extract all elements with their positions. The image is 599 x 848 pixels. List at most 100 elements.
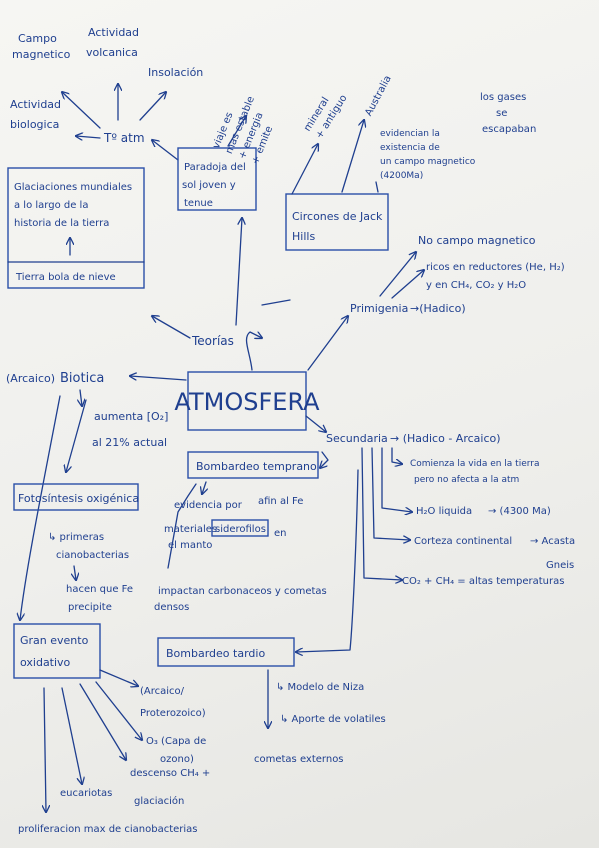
arrow-primigenia-campo [379, 252, 416, 297]
btardio-item-3: cometas externos [254, 754, 344, 765]
arrow-goe-eon [99, 669, 138, 686]
zircon-note2: Australia [363, 74, 393, 118]
paradoja-line-2: sol joven y [182, 180, 236, 191]
sec-item-6: → Acasta [530, 536, 575, 547]
gases-note-1: los gases [480, 92, 526, 103]
arrow-paradoja-note [227, 116, 246, 147]
arrow-biotica-fotosintesis [66, 399, 87, 472]
factor-actividad: Actividad [88, 26, 139, 39]
arrow-biotica-goe [20, 395, 61, 620]
arrow-goe-ch4 [79, 683, 126, 760]
circones-line-1: Circones de Jack [292, 210, 383, 223]
zircon-evidence-2: existencia de [380, 143, 440, 153]
glaciaciones-line-2: a lo largo de la [14, 200, 88, 211]
bombardeo-temprano-box [187, 451, 319, 479]
primigenia-label: Primigenia [350, 302, 408, 315]
factor-biologica: biologica [10, 118, 59, 131]
factor-magnetico: magnetico [12, 48, 71, 61]
arrow-sec-bombardeo-tardio [296, 469, 359, 652]
fe-note-1: hacen que Fe [66, 584, 133, 595]
arrow-primigenia-reductores [391, 270, 424, 299]
arrow-sec-h2o [381, 447, 412, 512]
factor-actividad-2: Actividad [10, 98, 61, 111]
primigenia-eon: →(Hadico) [410, 302, 466, 315]
paradoja-line-3: tenue [184, 198, 213, 209]
arrow-sec-bombardeo-temprano [320, 451, 329, 468]
arrow-goe-ozono [95, 681, 142, 740]
teorias-label: Teorías [191, 334, 234, 348]
zircon-evidence-4: (4200Ma) [380, 171, 423, 181]
glaciaciones-line-3: historia de la tierra [14, 218, 109, 229]
goe-item-7: eucariotas [60, 788, 112, 799]
factor-volcanica: volcanica [86, 46, 138, 59]
secundaria-eon: → (Hadico - Arcaico) [390, 432, 501, 445]
primigenia-item-2: ricos en reductores (He, H₂) [426, 262, 565, 273]
bombardeo-tardio-box [157, 637, 295, 667]
o2-note-1: aumenta [O₂] [94, 410, 168, 423]
circones-line-2: Hills [292, 230, 315, 243]
biotica-label: Biotica [60, 371, 104, 386]
primigenia-item-3: y en CH₄, CO₂ y H₂O [426, 280, 526, 291]
cyano-1: ↳ primeras [48, 532, 104, 543]
goe-item-6: glaciación [134, 795, 184, 807]
arrow-goe-eucariotas [61, 687, 82, 784]
t-atm-label: Tº atm [103, 131, 145, 145]
arrow-biotica-o2 [80, 389, 82, 406]
goe-item-4: ozono) [160, 754, 194, 765]
arrow-atm-biotica [130, 376, 187, 381]
sec-item-7: Gneis [546, 560, 574, 571]
atmosfera-box [187, 371, 307, 431]
glaciaciones-box [7, 167, 145, 289]
arrow-cyano-fe [74, 565, 76, 580]
factor-insolacion: Insolación [148, 66, 203, 79]
sec-item-4: → (4300 Ma) [488, 506, 551, 517]
cyano-2: cianobacterias [56, 550, 129, 561]
arrow-goe-cianobacterias [44, 687, 46, 812]
zircon-evidence-1: evidencian la [380, 129, 440, 139]
fotosintesis-box [13, 483, 139, 511]
goe-item-3: O₃ (Capa de [146, 736, 206, 747]
circones-box [285, 193, 389, 251]
bt-evidence-2: materiales [164, 524, 217, 535]
paradoja-note: viaje es mas estable + energia + emite [211, 95, 275, 166]
arrow-teorias-glaciaciones [152, 316, 191, 339]
bt-evidence-5: el manto [168, 540, 212, 551]
bt-impact-2: densos [154, 602, 189, 613]
sec-item-2: pero no afecta a la atm [414, 475, 519, 485]
line-bt-impact [167, 483, 197, 569]
goe-line-2: oxidativo [20, 656, 71, 669]
arrow-circones-mineral [291, 144, 318, 195]
arrow-sec-co2 [361, 447, 402, 580]
bt-evidence-1: evidencia por [174, 500, 243, 511]
gases-note-3: escapaban [482, 124, 536, 135]
factor-campo: Campo [18, 32, 57, 45]
fotosintesis-label: Fotosíntesis oxigénica [18, 492, 139, 505]
sec-item-3: H₂O liquida [416, 506, 472, 517]
goe-item-1: (Arcaico/ [140, 686, 185, 697]
gases-note-2: se [496, 108, 507, 119]
snowball-label: Tierra bola de nieve [15, 272, 116, 283]
secundaria-label: Secundaria [326, 432, 388, 445]
bt-impact-1: impactan carbonaceos y cometas [158, 586, 327, 597]
bt-evidence-3: siderofilos [215, 524, 266, 535]
goe-box [13, 623, 101, 679]
btardio-item-1: ↳ Modelo de Niza [276, 682, 364, 693]
zircon-evidence-3: un campo magnetico [380, 157, 476, 167]
siderofilos-box [211, 519, 269, 537]
bombardeo-tardio-label: Bombardeo tardio [166, 647, 265, 660]
sec-item-5: Corteza continental [414, 536, 512, 547]
arrow-circones-evidence [375, 181, 379, 193]
biotica-prefix: (Arcaico) [6, 372, 55, 385]
arrow-tatm-insolacion [139, 92, 166, 121]
arrow-teorias-paradoja [235, 218, 242, 326]
bt-evidence-4: en [274, 528, 287, 539]
zircon-note-mineral: mineral + antiguo [302, 93, 349, 141]
arrow-teorias-zircons-base [261, 299, 291, 306]
glaciaciones-line-1: Glaciaciones mundiales [14, 182, 132, 193]
sec-item-1: Comienza la vida en la tierra [410, 459, 540, 469]
arrow-sec-vida [391, 447, 402, 464]
arrow-atm-teorias [245, 332, 262, 371]
goe-line-1: Gran evento [20, 634, 89, 647]
